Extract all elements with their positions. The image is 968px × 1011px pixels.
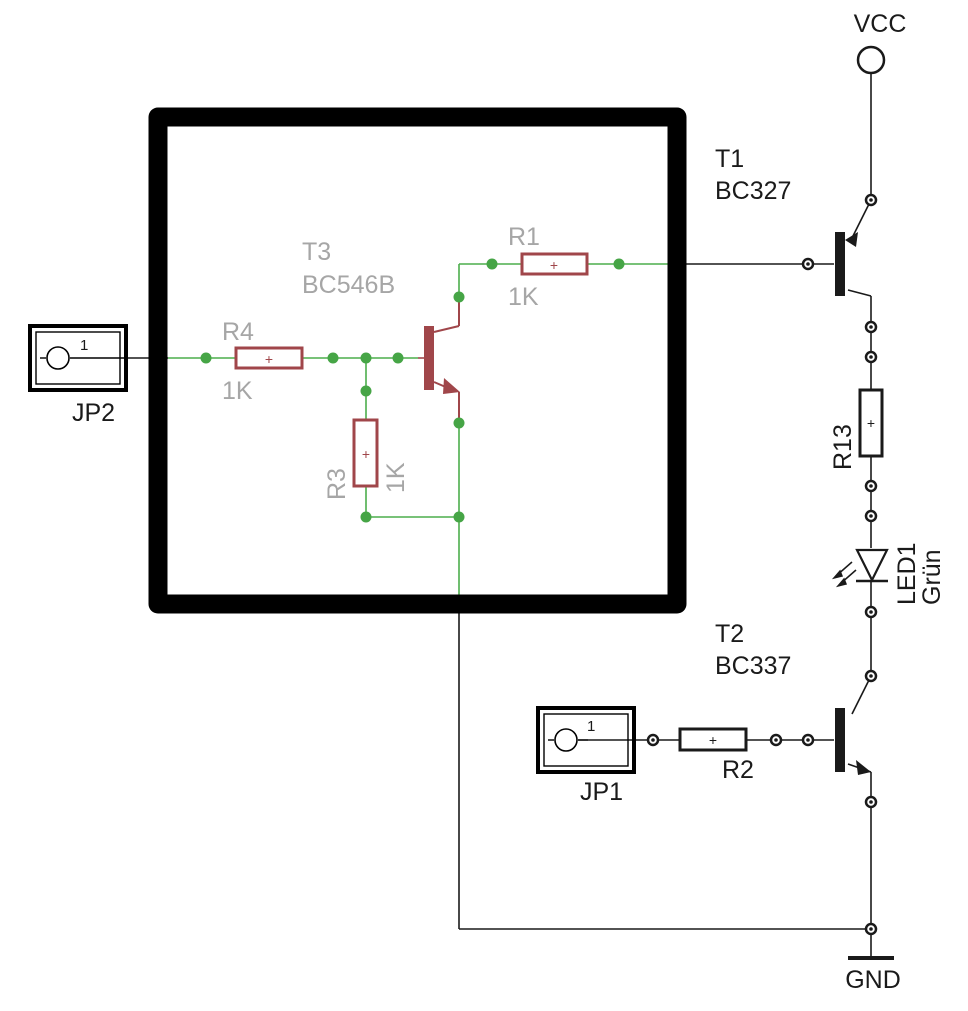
r3-body-icon xyxy=(352,418,379,488)
t3-base-bar-icon xyxy=(424,326,434,390)
t1-emitter-arrow-icon xyxy=(845,232,858,247)
jp1-pin-number: 1 xyxy=(587,718,595,735)
t1-name: T1 xyxy=(715,145,744,173)
r1-body-icon xyxy=(520,252,589,276)
t3-name: T3 xyxy=(302,238,331,266)
r1-name: R1 xyxy=(508,223,540,251)
junction-dot xyxy=(360,385,372,397)
t3-emitter-arrow-icon xyxy=(443,378,460,394)
led-diode-icon xyxy=(855,548,889,583)
r3-value: 1K xyxy=(382,462,410,493)
pin-dot-center xyxy=(806,738,810,742)
transistor-t2: T2 BC337 xyxy=(715,620,871,775)
junction-dot xyxy=(327,352,339,364)
jp2-label: JP2 xyxy=(72,399,115,427)
r13-body-icon xyxy=(858,388,884,458)
r3-name: R3 xyxy=(323,468,351,500)
r4-value: 1K xyxy=(222,377,253,405)
junction-dot xyxy=(453,417,465,429)
r4-body-icon xyxy=(234,346,304,370)
resistor-r3: + R3 1K xyxy=(323,418,410,500)
r2-body-icon xyxy=(678,727,748,752)
svg-text:+: + xyxy=(362,446,370,462)
connector-jp1: 1 JP1 xyxy=(536,706,636,806)
module-frame xyxy=(148,107,687,614)
pin-dot-center xyxy=(869,355,873,359)
t2-type: BC337 xyxy=(715,652,791,680)
r13-name: R13 xyxy=(829,424,857,470)
t3-type: BC546B xyxy=(302,271,395,299)
jp1-inner xyxy=(543,713,629,767)
jp2-pin-number: 1 xyxy=(80,337,88,354)
t2-base-bar-icon xyxy=(835,708,845,772)
green-wires xyxy=(168,263,668,598)
pin-dot-center xyxy=(774,738,778,742)
resistor-r13: + R13 xyxy=(829,388,884,470)
svg-text:+: + xyxy=(709,732,717,748)
t2-emitter-arrow-icon xyxy=(856,760,871,775)
jp1-body xyxy=(536,706,636,774)
pin-dot-center xyxy=(869,800,873,804)
r1-value: 1K xyxy=(508,283,539,311)
black-junctions xyxy=(646,193,878,936)
pin-dot-center xyxy=(869,514,873,518)
resistor-r2: + R2 xyxy=(678,727,754,784)
wire-t1-collector-a xyxy=(847,289,872,297)
led1: LED1 Grün xyxy=(831,542,946,605)
resistor-r1: + R1 1K xyxy=(508,223,589,311)
pin-dot-center xyxy=(869,198,873,202)
t2-name: T2 xyxy=(715,620,744,648)
led-color: Grün xyxy=(918,549,946,605)
black-wires xyxy=(125,73,872,958)
pin-dot-center xyxy=(869,484,873,488)
resistor-r4: + R4 1K xyxy=(222,318,304,405)
vcc-symbol: VCC xyxy=(854,10,907,75)
pin-dot-center xyxy=(869,674,873,678)
t1-base-bar-icon xyxy=(835,232,845,296)
wire-t2-collector xyxy=(851,675,872,715)
r2-name: R2 xyxy=(722,756,754,784)
jp2-body xyxy=(28,324,128,392)
vcc-terminal-icon xyxy=(856,45,886,75)
junction-dot xyxy=(613,258,625,270)
junction-dot xyxy=(360,352,372,364)
junction-dot xyxy=(453,291,465,303)
svg-text:+: + xyxy=(265,351,273,367)
svg-text:+: + xyxy=(550,257,558,273)
junction-dot xyxy=(200,352,212,364)
junction-dot xyxy=(453,511,465,523)
jp1-label: JP1 xyxy=(580,778,623,806)
led-emission-arrows-icon xyxy=(831,561,857,588)
transistor-t1: T1 BC327 xyxy=(715,145,858,296)
vcc-label: VCC xyxy=(854,10,907,38)
connector-jp2: 1 JP2 xyxy=(28,324,128,427)
jp2-pin-icon xyxy=(46,346,70,370)
jp1-pin-icon xyxy=(554,728,578,752)
junction-dot xyxy=(486,258,498,270)
pin-dot-center xyxy=(651,738,655,742)
junction-dot xyxy=(360,511,372,523)
junction-dot xyxy=(392,352,404,364)
gnd-label: GND xyxy=(845,966,901,994)
svg-text:+: + xyxy=(867,415,875,431)
gnd-symbol: GND xyxy=(845,956,901,994)
pin-dot-center xyxy=(869,927,873,931)
wire-t1-emitter xyxy=(851,199,872,239)
green-junctions xyxy=(200,258,625,523)
led-name: LED1 xyxy=(893,542,921,605)
pin-dot-center xyxy=(869,610,873,614)
pin-dot-center xyxy=(806,262,810,266)
r4-name: R4 xyxy=(222,318,254,346)
transistor-t3: T3 BC546B xyxy=(302,238,460,420)
t1-type: BC327 xyxy=(715,177,791,205)
pin-dot-center xyxy=(869,325,873,329)
